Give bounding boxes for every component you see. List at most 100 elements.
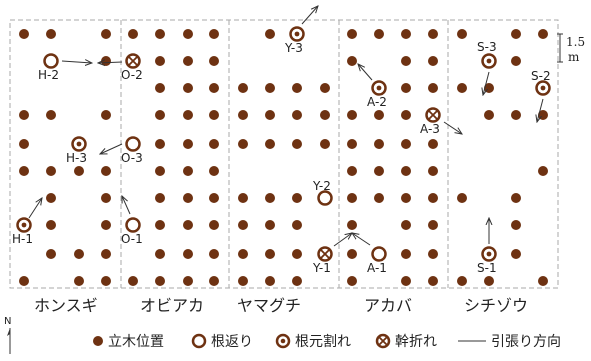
standing-tree-dot	[183, 29, 193, 39]
standing-tree-dot	[19, 29, 29, 39]
standing-tree-dot	[428, 139, 438, 149]
standing-tree-dot	[209, 220, 219, 230]
standing-tree-dot	[401, 193, 411, 203]
standing-tree-dot	[101, 193, 111, 203]
standing-tree-dot	[101, 249, 111, 259]
standing-tree-dot	[457, 29, 467, 39]
specimen-h-1: H-1	[12, 217, 33, 246]
standing-tree-dot	[401, 83, 411, 93]
specimen-a-2: A-2	[367, 80, 387, 109]
pull-arrow-h-2	[61, 61, 92, 63]
specimen-label: H-2	[38, 68, 59, 82]
standing-tree-dot	[238, 139, 248, 149]
standing-tree-dot	[428, 276, 438, 286]
root-split-mark	[540, 85, 546, 91]
standing-tree-dot	[238, 110, 248, 120]
standing-tree-dot	[128, 276, 138, 286]
standing-tree-dot	[19, 166, 29, 176]
standing-tree-dot	[511, 110, 521, 120]
specimen-y-3: Y-3	[284, 26, 305, 55]
specimen-s-3: S-3	[477, 40, 497, 69]
standing-tree-dot	[155, 220, 165, 230]
standing-trees	[19, 29, 548, 286]
pull-arrow-a-3	[443, 121, 462, 134]
standing-tree-dot	[183, 139, 193, 149]
standing-tree-dot	[428, 166, 438, 176]
standing-tree-dot	[46, 110, 56, 120]
specimen-label: O-1	[121, 232, 143, 246]
standing-tree-dot	[238, 220, 248, 230]
specimen-h-2: H-2	[38, 53, 59, 82]
standing-tree-dot	[19, 110, 29, 120]
specimen-y-1: Y-1	[312, 246, 333, 275]
standing-tree-dot	[155, 110, 165, 120]
standing-tree-dot	[74, 249, 84, 259]
standing-tree-dot	[265, 29, 275, 39]
standing-tree-dot	[292, 276, 302, 286]
scale-unit: m	[568, 50, 580, 64]
standing-tree-dot	[46, 193, 56, 203]
standing-tree-dot	[347, 56, 357, 66]
standing-tree-dot	[374, 29, 384, 39]
pull-arrow-a-2	[358, 64, 373, 81]
section-label-akaba: アカバ	[364, 296, 412, 315]
root-split-mark	[294, 31, 300, 37]
specimen-label: Y-2	[312, 179, 331, 193]
standing-tree-dot	[538, 276, 548, 286]
standing-tree-dot	[265, 139, 275, 149]
standing-tree-dot	[347, 193, 357, 203]
standing-tree-dot	[265, 193, 275, 203]
standing-tree-dot	[320, 110, 330, 120]
legend: 立木位置 根返り 根元割れ 幹折れ 引張り方向	[93, 333, 561, 350]
standing-tree-dot	[292, 193, 302, 203]
standing-tree-dot	[101, 29, 111, 39]
standing-tree-dot	[155, 139, 165, 149]
standing-tree-dot	[374, 166, 384, 176]
specimen-label: O-2	[121, 68, 143, 82]
standing-tree-dot	[484, 110, 494, 120]
standing-tree-dot	[265, 110, 275, 120]
specimen-a-3: A-3	[420, 107, 441, 136]
trunk-broken-mark	[320, 249, 330, 259]
legend-root-split-icon	[275, 333, 291, 349]
specimen-label: Y-1	[312, 261, 331, 275]
standing-tree-dot	[457, 193, 467, 203]
standing-tree-dot	[209, 276, 219, 286]
standing-tree-dot	[347, 29, 357, 39]
standing-tree-dot	[401, 166, 411, 176]
standing-tree-dot	[401, 110, 411, 120]
standing-tree-dot	[511, 29, 521, 39]
standing-tree-dot	[46, 166, 56, 176]
standing-tree-dot	[238, 193, 248, 203]
standing-tree-dot	[428, 249, 438, 259]
standing-tree-dot	[209, 83, 219, 93]
specimen-ring	[317, 190, 333, 206]
standing-tree-dot	[155, 276, 165, 286]
standing-tree-dot	[238, 276, 248, 286]
standing-tree-dot	[538, 166, 548, 176]
standing-tree-dot	[347, 139, 357, 149]
standing-tree-dot	[209, 29, 219, 39]
standing-tree-dot	[19, 276, 29, 286]
specimen-ring	[125, 217, 141, 233]
standing-tree-dot	[155, 249, 165, 259]
legend-standing-icon	[93, 336, 103, 346]
specimen-label: A-3	[420, 122, 440, 136]
standing-tree-dot	[511, 56, 521, 66]
standing-tree-dot	[238, 83, 248, 93]
standing-tree-dot	[538, 29, 548, 39]
standing-tree-dot	[401, 56, 411, 66]
specimen-label: S-1	[477, 261, 497, 275]
root-split-mark	[486, 58, 492, 64]
section-label-obiaka: オビアカ	[140, 296, 204, 315]
standing-tree-dot	[401, 249, 411, 259]
standing-tree-dot	[320, 139, 330, 149]
standing-tree-dot	[46, 29, 56, 39]
specimen-o-2: O-2	[121, 53, 143, 82]
standing-tree-dot	[401, 276, 411, 286]
pull-arrow-y-3	[301, 6, 318, 25]
standing-tree-dot	[155, 83, 165, 93]
standing-tree-dot	[101, 56, 111, 66]
pull-arrow-s-2	[537, 98, 544, 122]
specimen-ring	[125, 136, 141, 152]
